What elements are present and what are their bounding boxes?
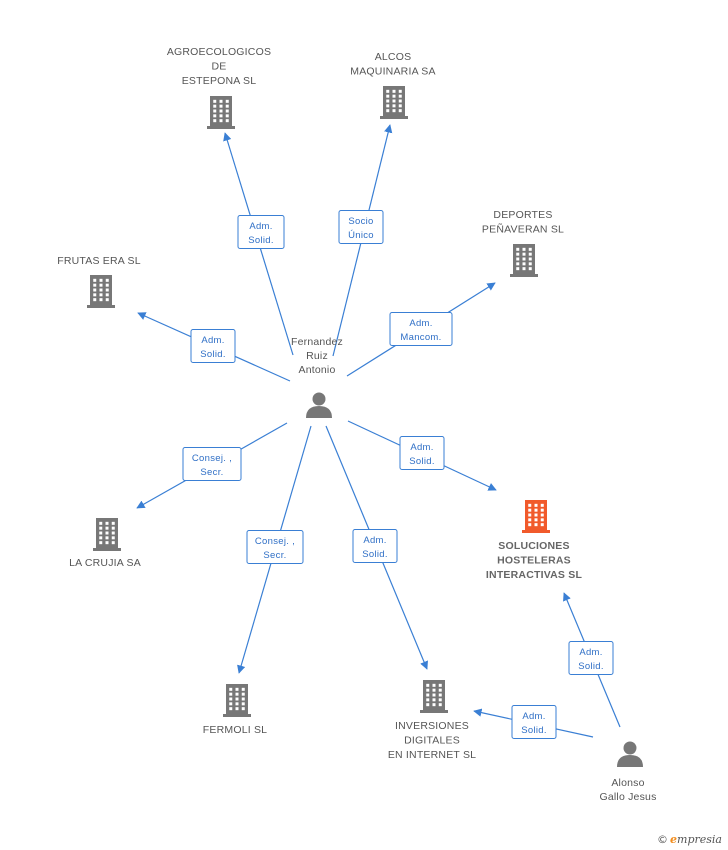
edges-layer: Adm.Solid.SocioÚnicoAdm.Mancom.Adm.Solid… [136,124,621,739]
edge-fermoli: Consej. , Secr. [237,425,312,674]
edge-label-text: Adm. [522,711,545,722]
edge-label-text: Adm. [579,647,602,658]
node-label: LA CRUJIA SA [69,557,141,569]
node-label: DIGITALES [404,735,460,747]
building-icon [380,86,408,119]
node-label: EN INTERNET SL [388,749,476,761]
node-label: DE [212,61,227,73]
empresia-brand: ©empresia [657,833,722,846]
edge-label-box [352,529,398,563]
node-fermoli[interactable]: FERMOLI SL [203,684,267,736]
edge-label-text: Solid. [521,725,547,736]
building-icon [87,275,115,308]
node-label: Antonio [298,364,335,376]
edge-label-box [399,436,445,470]
brand-e: e [670,833,678,846]
node-agroecologicos[interactable]: AGROECOLOGICOS DE ESTEPONA SL [167,46,271,129]
edge-inversiones: Adm. Solid. [325,425,428,670]
edge-label-text: Socio [348,216,373,227]
edge-label-text: Solid. [200,349,226,360]
edge-label-box [338,210,384,244]
edge-soluciones: Adm. Solid. [347,420,497,491]
node-deportes[interactable]: DEPORTES PEÑAVERAN SL [482,209,564,277]
node-label: DEPORTES [493,209,552,221]
node-label: FERMOLI SL [203,724,267,736]
node-label: Ruiz [306,350,328,362]
edge-alonso-inversiones: Adm. Solid. [473,705,594,739]
edge-label-text: Adm. [249,221,272,232]
edge-alonso-soluciones: Adm. Solid. [563,592,621,728]
edge-label-text: Adm. [410,442,433,453]
node-alcos[interactable]: ALCOS MAQUINARIA SA [350,51,436,119]
edge-label-text: Solid. [362,549,388,560]
building-icon [420,680,448,713]
node-label: Gallo Jesus [599,791,656,803]
person-icon [306,392,332,418]
edge-label-text: Secr. [263,550,286,561]
edge-lacrujia: Consej. , Secr. [136,422,288,509]
edge-label-text: Adm. [409,318,432,329]
edge-label-text: Solid. [248,235,274,246]
node-label: Alonso [611,777,644,789]
edge-label-text: Consej. , [192,453,232,464]
building-icon [522,500,550,533]
edge-label-box [389,312,453,346]
edge-label-text: Consej. , [255,536,295,547]
node-soluciones[interactable]: SOLUCIONES HOSTELERAS INTERACTIVAS SL [486,500,583,581]
edge-label-box [511,705,557,739]
brand-name: mpresia [677,833,722,846]
node-inversiones[interactable]: INVERSIONES DIGITALES EN INTERNET SL [388,680,476,761]
node-label: FRUTAS ERA SL [57,255,141,267]
node-label: PEÑAVERAN SL [482,223,564,236]
edge-label-box [246,530,304,564]
building-icon [510,244,538,277]
edge-label-box [190,329,236,363]
edge-label-text: Adm. [201,335,224,346]
edge-frutas: Adm. Solid. [137,312,291,382]
node-label: HOSTELERAS [497,555,571,567]
node-label: Fernandez [291,336,343,348]
person-icon [617,741,643,767]
node-label: ESTEPONA SL [182,75,257,87]
node-label: ALCOS [375,51,412,63]
edge-label-text: Solid. [409,456,435,467]
building-icon [207,96,235,129]
edge-label-text: Mancom. [400,332,441,343]
node-label: INTERACTIVAS SL [486,569,583,581]
node-frutas[interactable]: FRUTAS ERA SL [57,255,141,308]
node-label: MAQUINARIA SA [350,66,435,78]
copyright-symbol: © [657,833,669,846]
edge-label-text: Único [348,230,374,241]
edge-deportes: Adm. Mancom. [346,282,496,377]
edge-agroecologicos: Adm. Solid. [223,132,294,356]
edge-label-box [568,641,614,675]
edge-label-text: Solid. [578,661,604,672]
edge-label-box [237,215,285,249]
node-label: INVERSIONES [395,720,469,732]
building-icon [93,518,121,551]
node-lacrujia[interactable]: LA CRUJIA SA [69,518,141,569]
edge-label-text: Adm. [363,535,386,546]
edge-label-text: Secr. [200,467,223,478]
node-label: SOLUCIONES [498,540,569,552]
node-label: AGROECOLOGICOS [167,46,271,58]
building-icon [223,684,251,717]
edge-label-box [182,447,242,481]
